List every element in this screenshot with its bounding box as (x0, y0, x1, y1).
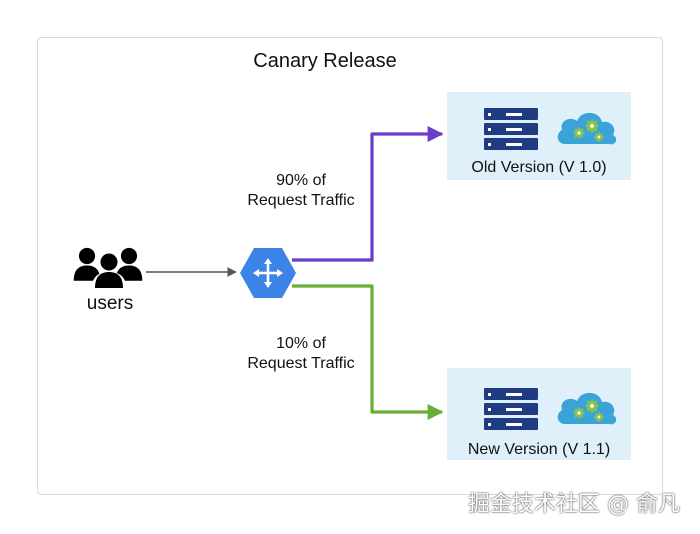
users-icon (73, 247, 143, 291)
cloud-gears-icon (558, 113, 616, 144)
new-traffic-percent: 10% of (276, 335, 326, 352)
cloud-gears-icon (558, 393, 616, 424)
server-rack-icon (484, 108, 538, 150)
users-label: users (86, 293, 134, 314)
old-version-label: Old Version (V 1.0) (471, 159, 607, 176)
new-traffic-arrow (292, 284, 444, 420)
new-version-label: New Version (V 1.1) (467, 441, 611, 458)
watermark: 掘金技术社区 @ 俞凡 (468, 492, 680, 517)
diagram-frame (37, 37, 663, 495)
diagram-title: Canary Release (253, 50, 397, 72)
old-traffic-arrow (292, 126, 444, 262)
old-traffic-percent: 90% of (276, 172, 326, 189)
new-traffic-text: Request Traffic (247, 355, 355, 372)
old-traffic-text: Request Traffic (247, 192, 355, 209)
server-rack-icon (484, 388, 538, 430)
new-traffic-label: 10% of Request Traffic (231, 334, 371, 374)
router-icon (240, 248, 296, 298)
old-traffic-label: 90% of Request Traffic (231, 171, 371, 211)
